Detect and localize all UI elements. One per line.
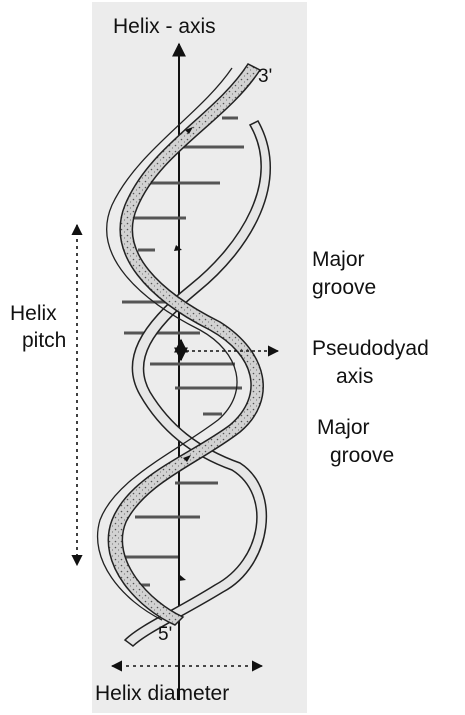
helix-pitch-line2: pitch (22, 329, 66, 352)
helix-axis-label: Helix - axis (113, 15, 216, 38)
major-groove-upper-line2: groove (312, 276, 376, 299)
major-groove-lower-label: Major groove (317, 416, 394, 467)
major-groove-upper-line1: Major (312, 248, 365, 271)
helix-pitch-line1: Helix (10, 302, 57, 325)
pseudodyad-axis-line2: axis (336, 365, 373, 388)
pseudodyad-axis-label: Pseudodyad axis (312, 337, 435, 388)
strand-end-5prime-label: 5' (158, 624, 172, 645)
major-groove-lower-line1: Major (317, 416, 370, 439)
helix-diameter-label: Helix diameter (95, 682, 229, 705)
helix-pitch-label: Helix pitch (10, 302, 66, 352)
major-groove-lower-line2: groove (330, 444, 394, 467)
strand-end-3prime-label: 3' (258, 66, 272, 87)
pseudodyad-axis-line1: Pseudodyad (312, 337, 429, 360)
major-groove-upper-label: Major groove (312, 248, 376, 299)
